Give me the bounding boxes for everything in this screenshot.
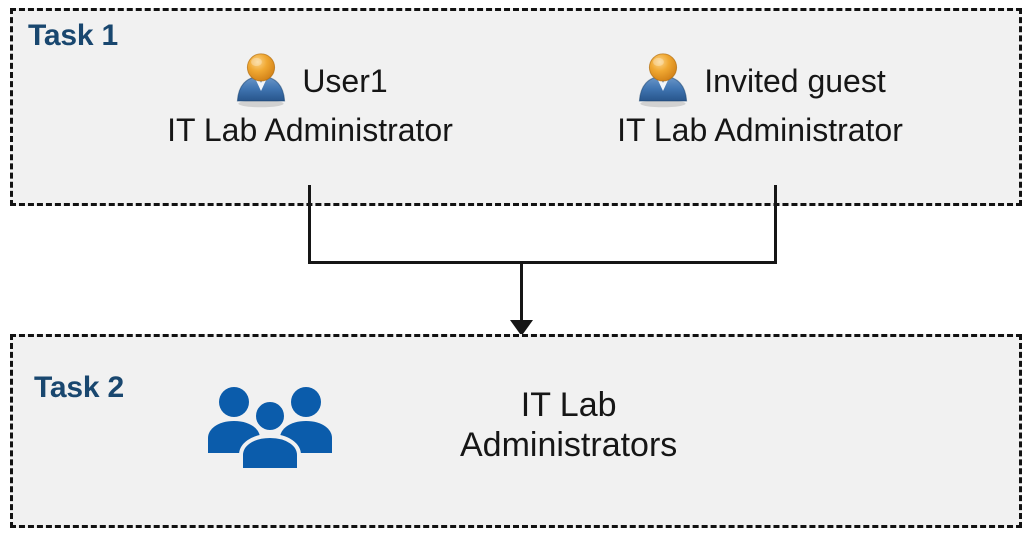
person-name-invited-guest: Invited guest xyxy=(704,63,886,99)
task-2-label: Task 2 xyxy=(34,371,124,404)
person-entry-user1: User1 IT Lab Administrator xyxy=(120,50,500,146)
person-role-invited-guest: IT Lab Administrator xyxy=(617,112,903,148)
task-1-container xyxy=(10,8,1022,206)
group-name-it-lab-administrators: IT Lab Administrators xyxy=(460,385,678,464)
person-name-row-user1: User1 xyxy=(120,50,500,112)
user-icon xyxy=(237,53,286,108)
person-role-user1: IT Lab Administrator xyxy=(167,112,453,148)
person-name-row-invited-guest: Invited guest xyxy=(560,50,960,112)
task-2-container xyxy=(10,334,1022,528)
task-1-label: Task 1 xyxy=(28,19,118,52)
group-of-people-icon xyxy=(208,387,332,470)
person-entry-invited-guest: Invited guest IT Lab Administrator xyxy=(560,50,960,146)
user-icon xyxy=(639,53,688,108)
person-name-user1: User1 xyxy=(302,63,388,99)
group-entry: IT Lab Administrators xyxy=(200,380,820,470)
